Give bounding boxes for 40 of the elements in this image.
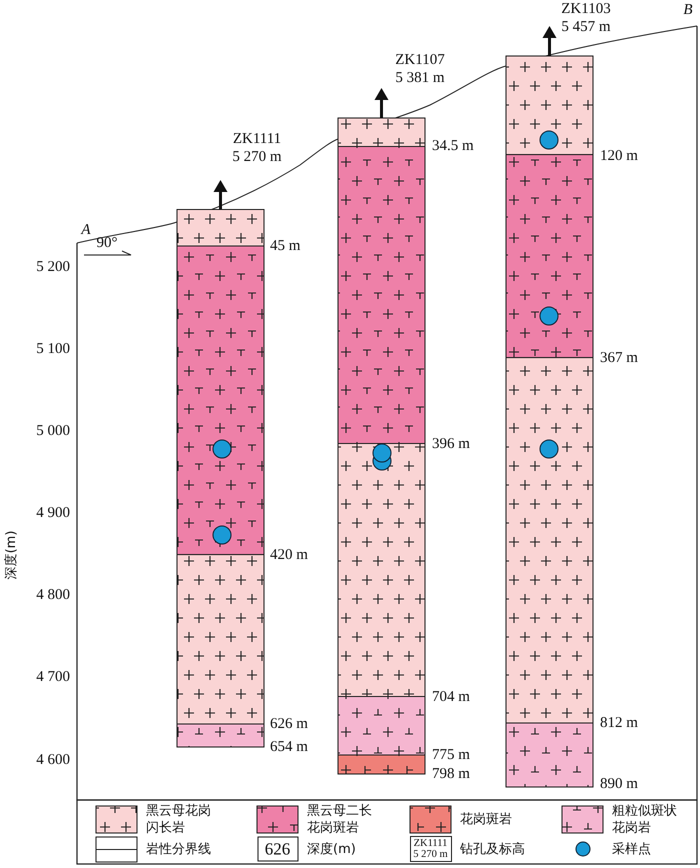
depth-label: 654 m [270, 738, 308, 756]
depth-label: 396 m [432, 436, 470, 452]
depth-label: 812 m [600, 714, 638, 732]
axis-tick-label: 4 800 [36, 586, 70, 604]
azimuth-label: 90° [96, 234, 118, 252]
depth-label: 775 m [432, 746, 470, 764]
axis-tick-label: 5 100 [36, 340, 70, 358]
depth-label: 890 m [600, 776, 638, 792]
axis-tick-label: 4 900 [36, 504, 70, 522]
section-end-label: B [683, 2, 693, 18]
borehole-sample-label: ZK1111 5 270 m [410, 836, 452, 862]
axis-tick-label: 5 000 [36, 422, 70, 440]
elevation-label: 5 457 m [561, 18, 611, 36]
elevation-label: 5 381 m [395, 70, 445, 86]
axis-title: 深度(m) [4, 530, 20, 580]
borehole-name: ZK1111 [232, 130, 282, 148]
axis-tick-label: 5 200 [36, 258, 70, 276]
depth-label: 367 m [600, 350, 638, 366]
legend-label: 深度(m) [307, 840, 357, 858]
borehole-name: ZK1107 [395, 52, 445, 68]
depth-label: 798 m [432, 766, 470, 782]
legend-label: 粗粒似斑状花岗岩 [612, 802, 678, 838]
legend-label: 采样点 [612, 840, 652, 858]
depth-sample-label: 626 [257, 836, 298, 862]
legend-label: 花岗斑岩 [460, 810, 513, 828]
depth-label: 34.5 m [432, 138, 474, 154]
elevation-label: 5 270 m [232, 148, 282, 166]
depth-label: 45 m [270, 238, 300, 254]
axis-tick-label: 4 600 [36, 752, 70, 768]
legend-label: 黑云母二长花岗斑岩 [307, 802, 373, 838]
borehole-name: ZK1103 [561, 0, 611, 18]
depth-label: 704 m [432, 688, 470, 706]
legend-label: 钻孔及标高 [460, 840, 526, 858]
legend-label: 黑云母花岗闪长岩 [146, 802, 212, 838]
axis-tick-label: 4 700 [36, 668, 70, 686]
legend-label: 岩性分界线 [146, 840, 212, 858]
depth-label: 120 m [600, 148, 638, 164]
section-end-label: A [81, 222, 91, 238]
depth-label: 420 m [270, 546, 308, 564]
depth-label: 626 m [270, 716, 308, 732]
